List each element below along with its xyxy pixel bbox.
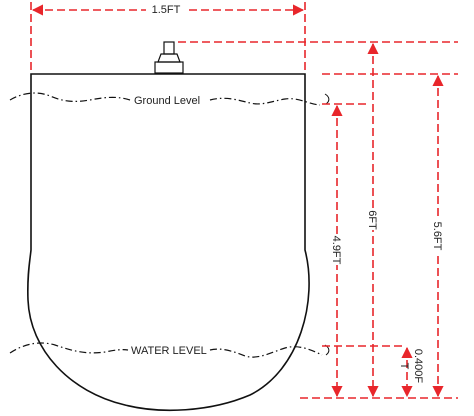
dim-water-label-line2: T bbox=[398, 363, 410, 370]
ground-level-end-mark bbox=[324, 93, 330, 105]
water-level-line bbox=[9, 342, 323, 358]
dim-to-top-label: 5.6FT bbox=[431, 222, 443, 251]
dim-total-label: 6FT bbox=[366, 210, 378, 230]
width-dimension-label: 1.5FT bbox=[152, 4, 181, 16]
water-level-label: WATER LEVEL bbox=[131, 345, 207, 357]
ground-level-line bbox=[9, 92, 321, 106]
top-fitting bbox=[154, 41, 184, 74]
tank-outline bbox=[27, 73, 310, 412]
dim-ground-to-bottom-label: 4.9FT bbox=[330, 236, 342, 265]
ground-level-label: Ground Level bbox=[134, 95, 200, 107]
dim-water-label-line1: 0.400F bbox=[412, 349, 424, 384]
